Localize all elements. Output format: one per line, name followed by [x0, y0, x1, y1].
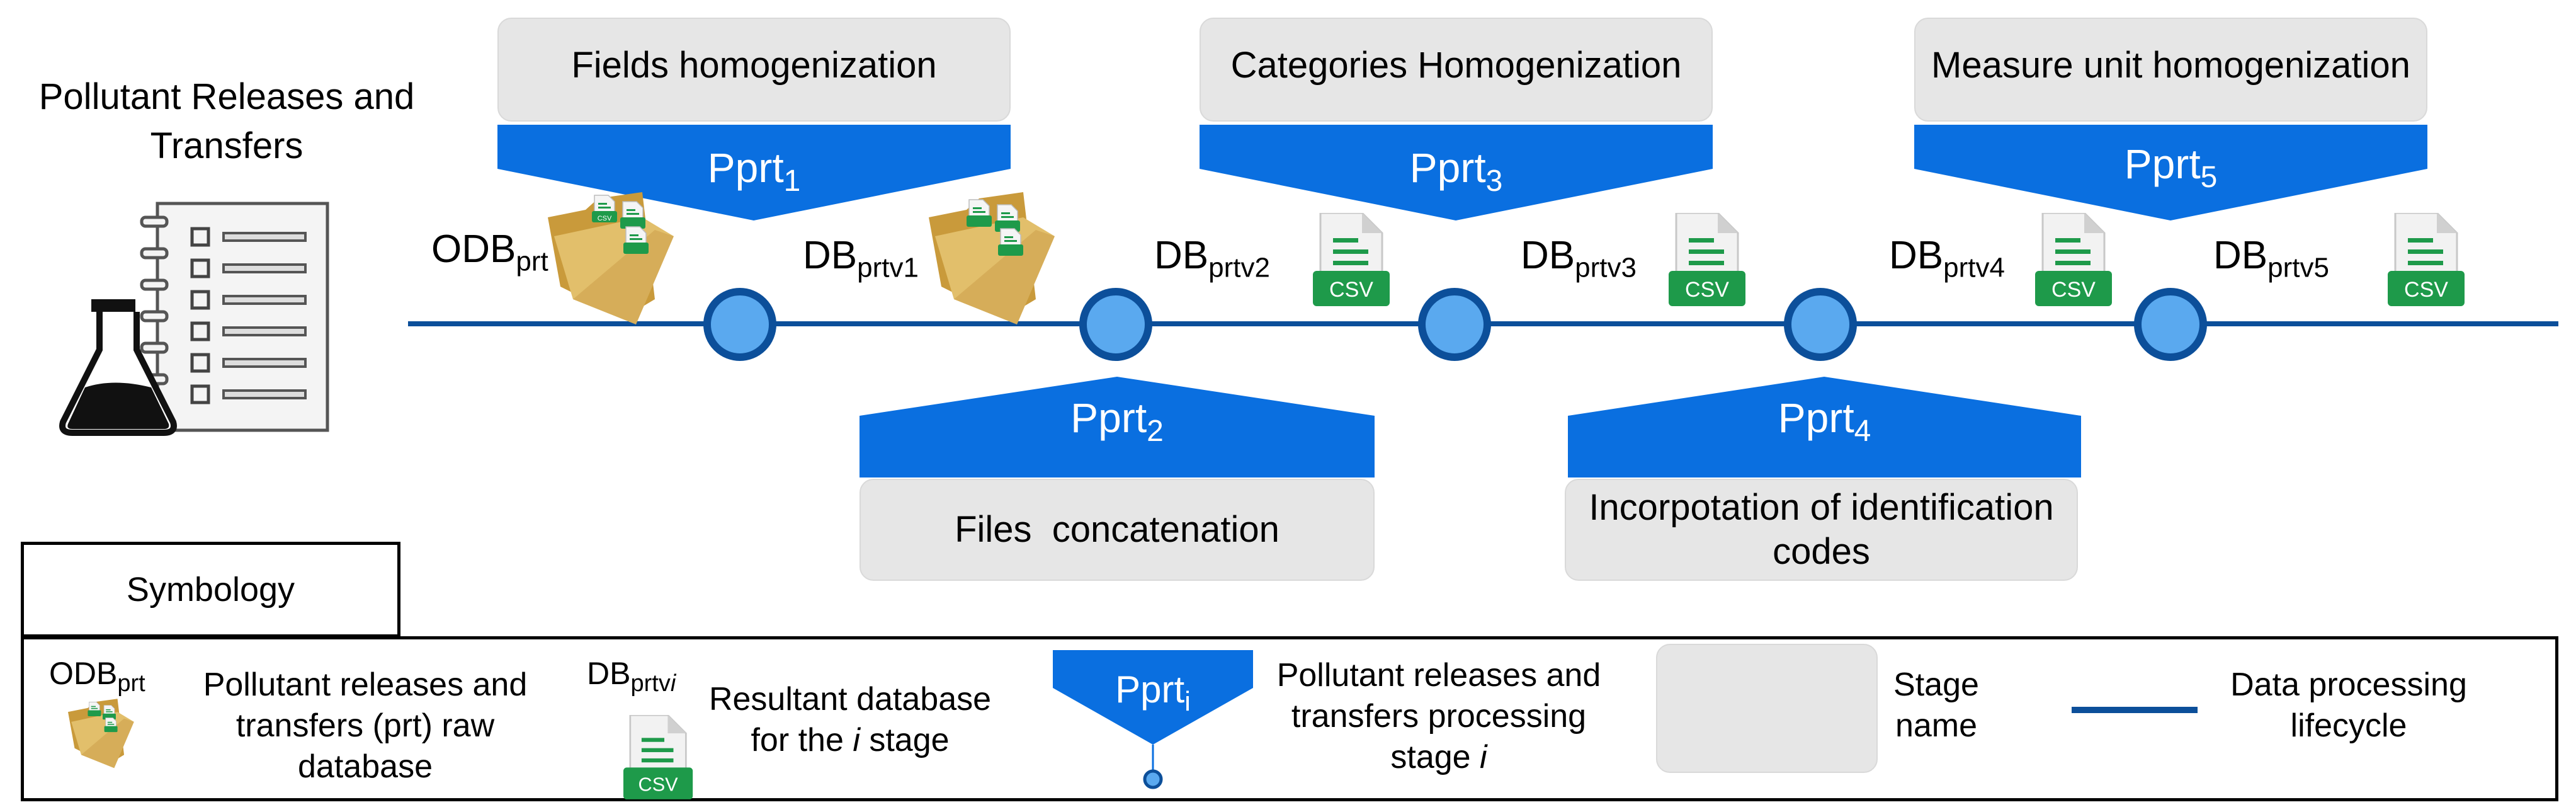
stage-5-label: Pprt5 [2124, 140, 2218, 195]
stage-2-name-box: Files concatenation [860, 479, 1375, 581]
stage-4-banner [1568, 377, 2081, 477]
timeline-node-4 [1784, 288, 1857, 361]
timeline-node-2 [1079, 288, 1152, 361]
svg-text:CSV: CSV [2051, 278, 2096, 302]
stage-3-banner [1200, 125, 1713, 220]
timeline-node-5 [2134, 288, 2207, 361]
legend-raw-db-desc: Pollutant releases and transfers (prt) r… [203, 666, 528, 785]
legend-folder-icon [68, 699, 134, 769]
db-label-odb: ODBprt [431, 227, 548, 277]
symbology-title-box: Symbology [21, 542, 400, 638]
legend-stage-banner [1053, 650, 1253, 789]
legend-stage-name-desc: Stage name [1893, 666, 1979, 744]
symbology-title: Symbology [126, 571, 295, 609]
legend-raw-db-label: ODBprt [49, 656, 145, 697]
svg-text:CSV: CSV [638, 773, 679, 795]
stage-5-name: Measure unit homogenization [1931, 44, 2410, 86]
legend-result-db-desc: Resultant database for the i stage [708, 681, 992, 758]
csv-icon-v2: CSV [1313, 213, 1391, 307]
stage-3-name-box: Categories Homogenization [1200, 18, 1713, 122]
stage-3-label: Pprt3 [1409, 144, 1503, 198]
mini-csv-text: CSV [598, 215, 612, 222]
stage-1-label: Pprt1 [707, 144, 801, 198]
stage-1-banner [497, 125, 1011, 220]
db-label-v2: DBprtv2 [1154, 234, 1270, 283]
legend-stage-desc: Pollutant releases and transfers process… [1276, 657, 1601, 775]
csv-icon-v4: CSV [2035, 213, 2113, 307]
legend-result-db-label: DBprtvi [587, 656, 676, 697]
stage-3-name: Categories Homogenization [1230, 44, 1682, 86]
svg-text:CSV: CSV [1685, 278, 1729, 302]
csv-icon-v3: CSV [1669, 213, 1747, 307]
stage-2-label: Pprt2 [1070, 394, 1164, 449]
db-label-v4: DBprtv4 [1889, 234, 2005, 283]
stage-1-name: Fields homogenization [571, 44, 937, 86]
symbology-legend-box [21, 636, 2558, 801]
stage-2-name: Files concatenation [955, 509, 1279, 551]
folder-icon-odb: CSV [548, 192, 674, 324]
stage-5-banner [1914, 125, 2427, 220]
legend-csv-icon: CSV [623, 715, 694, 801]
stage-1-name-box: Fields homogenization [497, 18, 1011, 122]
svg-text:CSV: CSV [1329, 278, 1373, 302]
legend-stage-name-swatch [1656, 644, 1878, 773]
stage-4-name-box: Incorpotation of identification codes [1565, 479, 2078, 581]
title-line-1: Pollutant Releases and [38, 76, 415, 117]
stage-4-label: Pprt4 [1778, 394, 1871, 449]
csv-icon-v5: CSV [2388, 213, 2466, 307]
stage-4-name-line-2: codes [1773, 531, 1870, 572]
legend-lifecycle-desc: Data processing lifecycle [2230, 666, 2467, 744]
timeline-node-3 [1418, 288, 1491, 361]
legend-stage-label: Pprti [1115, 668, 1191, 717]
stage-2-banner [860, 377, 1375, 477]
folder-icon-v1 [929, 192, 1055, 324]
svg-text:CSV: CSV [2404, 278, 2448, 302]
clipboard-flask-icon [59, 202, 329, 436]
title-line-2: Transfers [150, 125, 304, 167]
db-label-v5: DBprtv5 [2213, 234, 2329, 283]
stage-5-name-box: Measure unit homogenization [1914, 18, 2427, 122]
stage-4-name-line-1: Incorpotation of identification [1589, 487, 2054, 529]
db-label-v1: DBprtv1 [803, 234, 919, 283]
legend-lifecycle-line [2072, 707, 2198, 713]
timeline-node-1 [703, 288, 776, 361]
db-label-v3: DBprtv3 [1521, 234, 1637, 283]
diagram-title: Pollutant Releases and Transfers [19, 72, 434, 171]
